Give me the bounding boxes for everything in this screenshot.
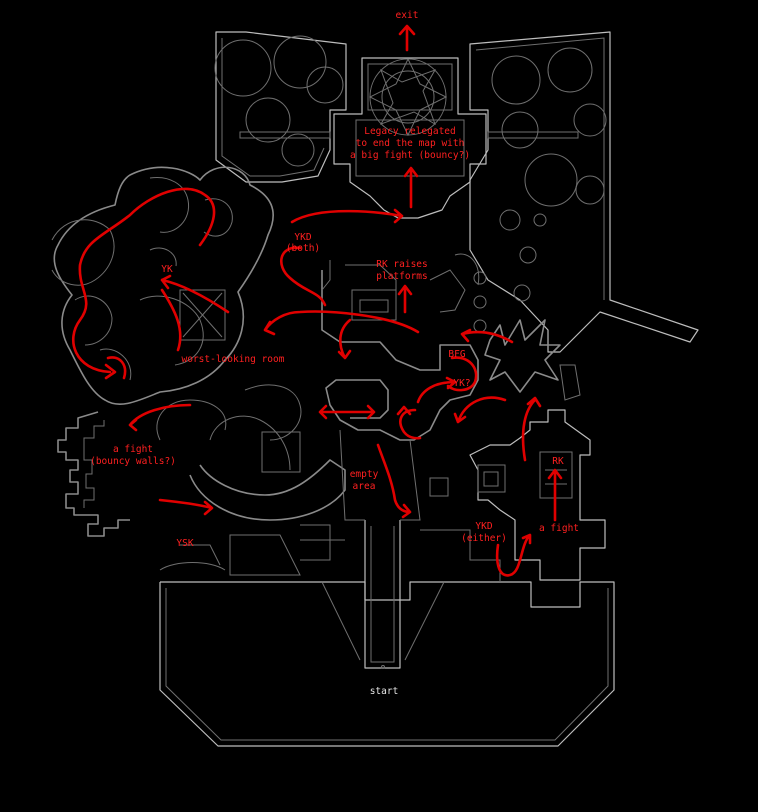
start-corridor xyxy=(364,520,401,669)
yk-label: YK xyxy=(161,264,173,275)
bfg-label: BFG xyxy=(448,349,465,360)
ykd-both-label-line1: YKD xyxy=(294,232,311,243)
map-walls xyxy=(51,31,699,747)
northwest-building xyxy=(215,31,347,183)
exit-building xyxy=(333,57,487,219)
spiky-boulder xyxy=(484,319,561,393)
rk-raises-label-line2: platforms xyxy=(376,271,427,282)
map-labels: exit Legacy relegated to end the map wit… xyxy=(90,10,579,697)
empty-area-label-line1: empty xyxy=(350,469,379,480)
rk-label: RK xyxy=(552,456,564,467)
exit-pentagram-icon xyxy=(368,57,448,137)
west-cave-outline xyxy=(53,166,274,405)
ykd-both-label-line2: (both) xyxy=(286,243,320,254)
legacy-label-line3: a big fight (bouncy?) xyxy=(350,150,470,161)
east-compound xyxy=(469,409,606,581)
worst-room-label: worst-looking room xyxy=(182,354,285,365)
southwest-passages xyxy=(189,459,346,521)
rk-raises-label-line1: RK raises xyxy=(376,259,427,270)
empty-area-label-line2: area xyxy=(353,481,376,492)
start-label: start xyxy=(370,686,399,697)
ykd-either-label-line2: (either) xyxy=(461,533,507,544)
ysk-label: YSK xyxy=(176,538,193,549)
start-arena-outline xyxy=(159,581,615,747)
central-corridors xyxy=(321,270,479,441)
exit-label: exit xyxy=(396,10,419,21)
west-jagged-wall xyxy=(57,411,130,537)
yk-small-label: YK? xyxy=(453,378,470,389)
legacy-label-line2: to end the map with xyxy=(356,138,465,149)
a-fight-label: a fight xyxy=(539,523,579,534)
northeast-building xyxy=(469,31,699,353)
fight-bouncy-label-line1: a fight xyxy=(113,444,153,455)
legacy-label-line1: Legacy relegated xyxy=(364,126,456,137)
route-annotations xyxy=(71,24,563,577)
ykd-either-label-line1: YKD xyxy=(475,521,492,532)
fight-bouncy-label-line2: (bouncy walls?) xyxy=(90,456,176,467)
